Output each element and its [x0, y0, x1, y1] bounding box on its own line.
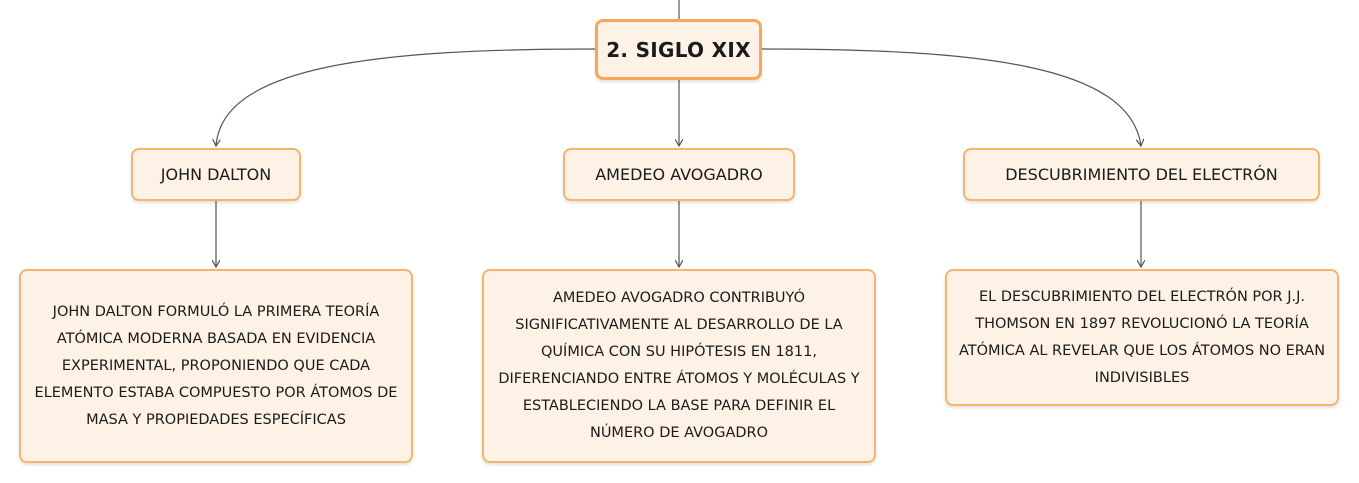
- topic-node-amedeo-avogadro[interactable]: AMEDEO AVOGADRO: [563, 148, 795, 201]
- root-node[interactable]: 2. SIGLO XIX: [595, 19, 762, 80]
- detail-node-text: JOHN DALTON FORMULÓ LA PRIMERA TEORÍA AT…: [34, 303, 398, 428]
- topic-node-descubrimiento-electron[interactable]: DESCUBRIMIENTO DEL ELECTRÓN: [963, 148, 1320, 201]
- detail-node-text: AMEDEO AVOGADRO CONTRIBUYÓ SIGNIFICATIVA…: [498, 290, 860, 441]
- connector-root-to-dalton: [216, 48, 596, 146]
- detail-node-john-dalton[interactable]: JOHN DALTON FORMULÓ LA PRIMERA TEORÍA AT…: [19, 269, 413, 463]
- topic-node-label: AMEDEO AVOGADRO: [595, 165, 763, 184]
- topic-node-label: DESCUBRIMIENTO DEL ELECTRÓN: [1005, 165, 1278, 184]
- topic-node-john-dalton[interactable]: JOHN DALTON: [131, 148, 301, 201]
- detail-node-descubrimiento-electron[interactable]: EL DESCUBRIMIENTO DEL ELECTRÓN POR J.J. …: [945, 269, 1339, 406]
- root-node-label: 2. SIGLO XIX: [606, 37, 751, 62]
- connector-root-to-electron: [761, 48, 1141, 146]
- detail-node-text: EL DESCUBRIMIENTO DEL ELECTRÓN POR J.J. …: [958, 288, 1326, 386]
- detail-node-amedeo-avogadro[interactable]: AMEDEO AVOGADRO CONTRIBUYÓ SIGNIFICATIVA…: [482, 269, 876, 463]
- topic-node-label: JOHN DALTON: [160, 165, 272, 184]
